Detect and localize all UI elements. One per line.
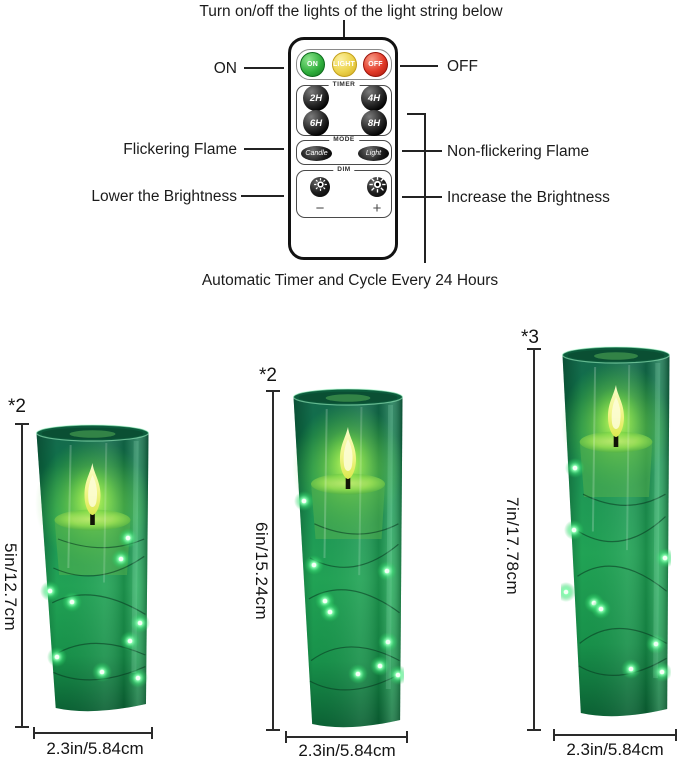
mode-light-button[interactable]: Light xyxy=(358,146,389,161)
title-connector-line xyxy=(343,20,345,37)
remote-light-button[interactable]: LIGHT xyxy=(331,52,357,77)
callout-line xyxy=(241,195,284,197)
callout-line xyxy=(244,148,284,150)
timer-group-label: TIMER xyxy=(328,81,360,88)
mode-button-group: MODE Candle Light xyxy=(296,136,392,165)
mode-group-label: MODE xyxy=(329,136,359,143)
dim-plus-sign: + xyxy=(372,200,382,217)
callout-increase-brightness: Increase the Brightness xyxy=(447,189,610,206)
candle1-width-label: 2.3in/5.84cm xyxy=(46,739,144,757)
candle1-height-dimension-line xyxy=(16,423,28,728)
timer-cycle-caption: Automatic Timer and Cycle Every 24 Hours xyxy=(201,272,499,289)
dim-minus-sign: − xyxy=(315,200,325,217)
candle2-height-dimension-line xyxy=(267,390,279,731)
callout-line xyxy=(402,196,442,198)
callout-on: ON xyxy=(213,60,237,77)
candle-photo-2 xyxy=(292,388,404,728)
candle2-height-label: 6in/15.24cm xyxy=(252,522,271,621)
remote-off-button[interactable]: OFF xyxy=(363,52,388,77)
top-caption: Turn on/off the lights of the light stri… xyxy=(199,3,503,20)
timer-2h-button[interactable]: 2H xyxy=(303,85,329,111)
callout-line xyxy=(244,67,284,69)
mode-candle-button[interactable]: Candle xyxy=(301,146,332,161)
candle-photo-3 xyxy=(561,346,671,717)
timer-8h-button[interactable]: 8H xyxy=(361,110,387,136)
candle3-quantity: *3 xyxy=(521,327,539,348)
candle1-width-dimension-line xyxy=(33,728,153,738)
callout-off: OFF xyxy=(447,58,478,75)
candle2-quantity: *2 xyxy=(259,365,277,386)
candle3-height-dimension-line xyxy=(528,348,540,731)
candle1-height-label: 5in/12.7cm xyxy=(1,543,20,632)
candle3-width-label: 2.3in/5.84cm xyxy=(566,740,664,757)
timer-leader-line xyxy=(424,113,426,263)
callout-lower-brightness: Lower the Brightness xyxy=(91,188,237,205)
timer-6h-button[interactable]: 6H xyxy=(303,110,329,136)
candle2-width-dimension-line xyxy=(285,732,408,742)
timer-4h-button[interactable]: 4H xyxy=(361,85,387,111)
sun-bright-icon xyxy=(368,176,386,198)
callout-line xyxy=(402,150,442,152)
dim-increase-button[interactable] xyxy=(367,176,387,198)
candle2-width-label: 2.3in/5.84cm xyxy=(298,741,396,757)
off-button-label: OFF xyxy=(368,61,383,68)
sun-dim-icon xyxy=(313,177,328,197)
power-button-group: ON LIGHT OFF xyxy=(296,49,392,80)
candle3-height-label: 7in/17.78cm xyxy=(503,497,522,596)
candle3-width-dimension-line xyxy=(553,730,677,740)
dim-button-group: DIM xyxy=(296,166,392,218)
remote-control: ON LIGHT OFF TIMER 2H 4H 6H 8H MODE Cand… xyxy=(288,37,398,260)
candle-photo-1 xyxy=(35,424,150,712)
on-button-label: ON xyxy=(307,61,318,68)
callout-non-flickering-flame: Non-flickering Flame xyxy=(447,143,590,160)
remote-on-button[interactable]: ON xyxy=(300,52,325,77)
light-button-label: LIGHT xyxy=(333,61,355,68)
callout-line xyxy=(400,65,438,67)
timer-button-group: TIMER 2H 4H 6H 8H xyxy=(296,81,392,136)
callout-flickering-flame: Flickering Flame xyxy=(123,141,237,158)
callout-line xyxy=(407,113,424,115)
dim-decrease-button[interactable] xyxy=(310,177,330,197)
candle1-quantity: *2 xyxy=(8,396,26,417)
dim-group-label: DIM xyxy=(333,166,355,173)
